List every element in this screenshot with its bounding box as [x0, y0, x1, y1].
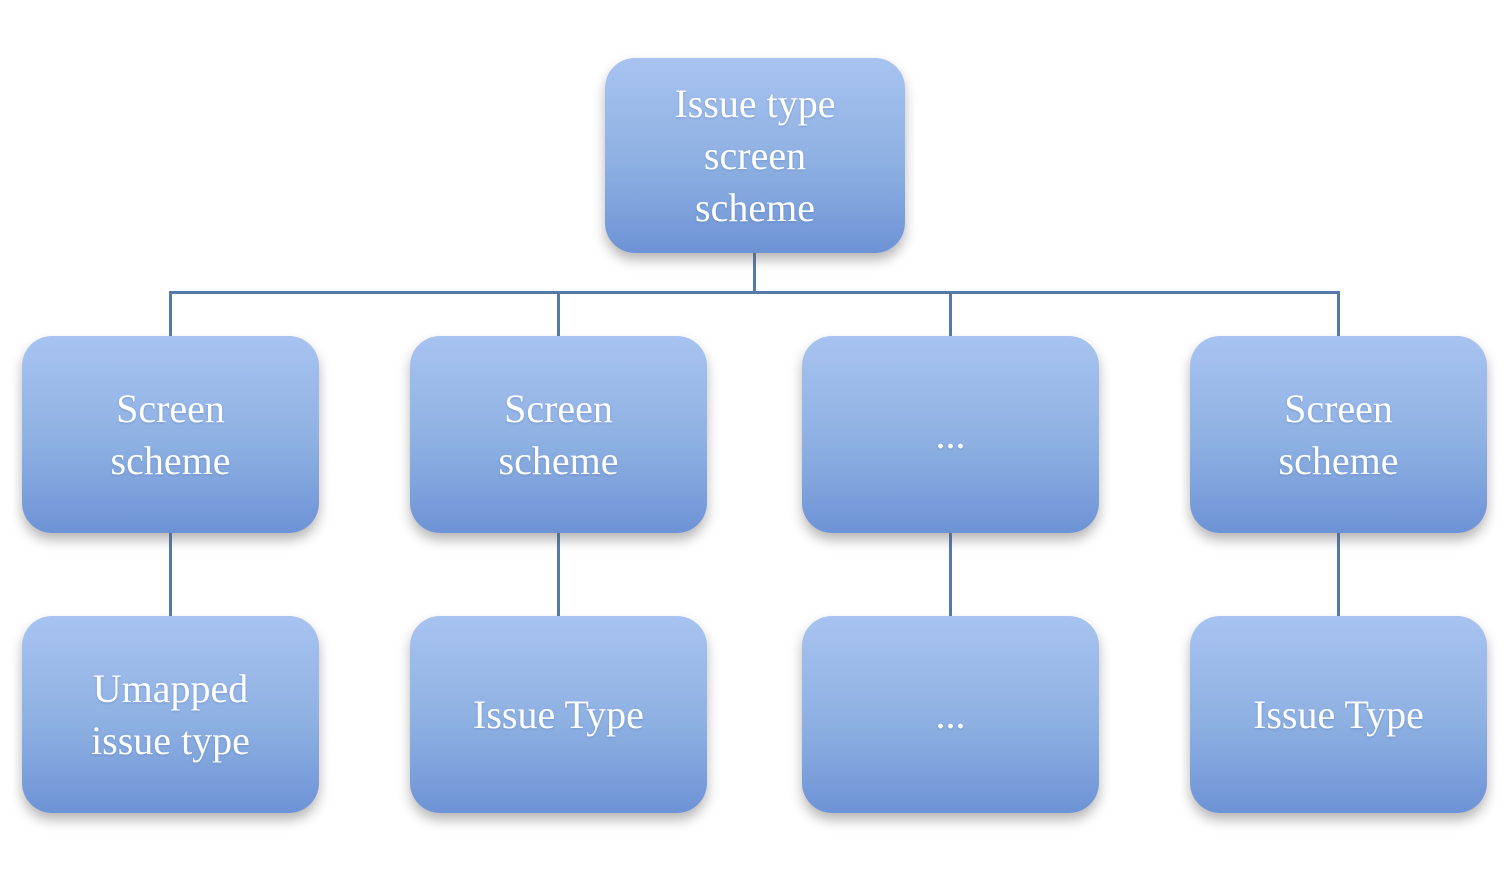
node-label: Screen scheme [110, 385, 231, 483]
node-issue-type-screen-scheme: Issue type screen scheme [605, 58, 905, 253]
node-label: Screen scheme [498, 385, 619, 483]
node-screen-scheme-1: Screen scheme [22, 336, 319, 533]
connector-drop-col3 [949, 291, 952, 337]
connector-col1-level3 [169, 531, 172, 617]
node-label: Umapped issue type [91, 665, 250, 763]
node-screen-scheme-ellipsis: ... [802, 336, 1099, 533]
connector-col3-level3 [949, 531, 952, 617]
node-label: Issue Type [1253, 691, 1424, 737]
node-label: Issue type screen scheme [674, 80, 836, 230]
connector-col4-level3 [1337, 531, 1340, 617]
connector-root-stem [753, 251, 756, 293]
connector-horizontal-bus [169, 291, 1340, 294]
connector-drop-col4 [1337, 291, 1340, 337]
node-label: ... [935, 411, 966, 457]
node-screen-scheme-2: Screen scheme [410, 336, 707, 533]
node-label: Issue Type [473, 691, 644, 737]
connector-col2-level3 [557, 531, 560, 617]
node-issue-type-1: Issue Type [410, 616, 707, 813]
node-screen-scheme-3: Screen scheme [1190, 336, 1487, 533]
node-issue-type-2: Issue Type [1190, 616, 1487, 813]
node-issue-type-ellipsis: ... [802, 616, 1099, 813]
node-umapped-issue-type: Umapped issue type [22, 616, 319, 813]
node-label: ... [935, 691, 966, 737]
connector-drop-col2 [557, 291, 560, 337]
node-label: Screen scheme [1278, 385, 1399, 483]
connector-drop-col1 [169, 291, 172, 337]
